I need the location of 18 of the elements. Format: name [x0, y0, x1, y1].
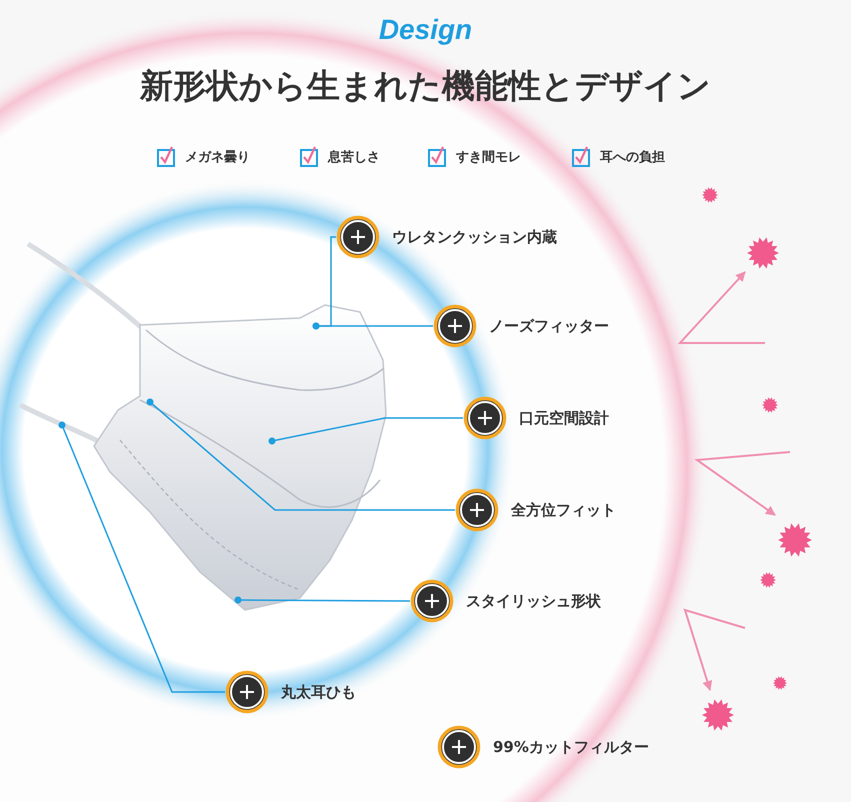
checklist-item: 息苦しさ: [328, 149, 380, 166]
callout-label: スタイリッシュ形状: [466, 592, 601, 610]
callout-label: 全方位フィット: [511, 500, 616, 520]
section-eyebrow: Design: [378, 14, 474, 46]
checklist-item: メガネ曇り: [185, 149, 250, 166]
heading: 新形状から生まれた機能性とデザイン: [138, 65, 712, 107]
callout-label: ウレタンクッション内蔵: [392, 228, 557, 246]
leader-line: [146, 398, 455, 511]
checklist-item: 耳への負担: [600, 149, 665, 166]
leader-line: [234, 596, 410, 604]
callout-label: 丸太耳ひも: [281, 682, 356, 702]
callout-label: 99%カットフィルター: [493, 738, 649, 756]
leader-line: [58, 422, 225, 693]
leader-line: [268, 417, 463, 444]
callout-label: 口元空間設計: [519, 408, 609, 428]
callout-label: ノーズフィッター: [489, 316, 609, 336]
leader-line: [312, 322, 433, 330]
checklist-item: すき間モレ: [456, 149, 521, 166]
